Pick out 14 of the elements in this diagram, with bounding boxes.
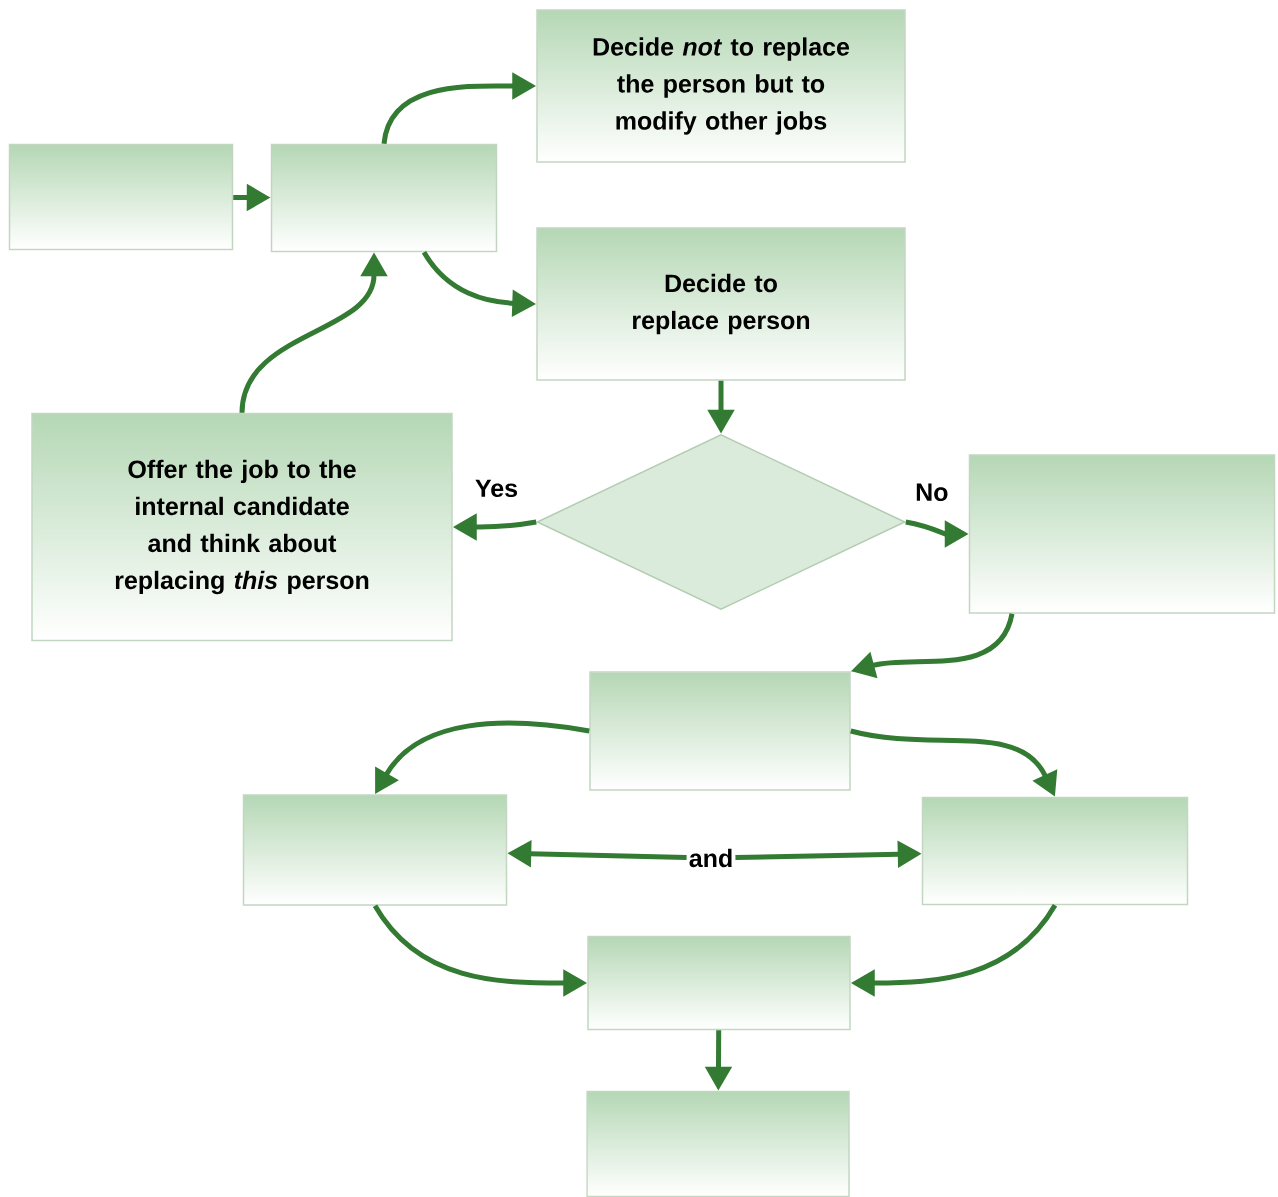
connector-text: and — [689, 848, 732, 868]
empty-box — [270, 143, 498, 253]
process-box: Offer the job to the internal candidate and think about replacing this person — [31, 412, 453, 642]
edge-label: Yes — [472, 477, 521, 500]
empty-box — [968, 454, 1276, 614]
empty-box — [587, 935, 851, 1031]
empty-box — [589, 671, 851, 791]
empty-box — [921, 796, 1189, 906]
process-box: Decide not to replace the person but to modify other jobs — [536, 9, 906, 163]
empty-box — [242, 794, 508, 906]
process-box: Decide to replace person — [536, 227, 906, 381]
edge-label: No — [913, 481, 951, 504]
empty-box — [8, 143, 234, 251]
empty-box — [586, 1090, 850, 1197]
